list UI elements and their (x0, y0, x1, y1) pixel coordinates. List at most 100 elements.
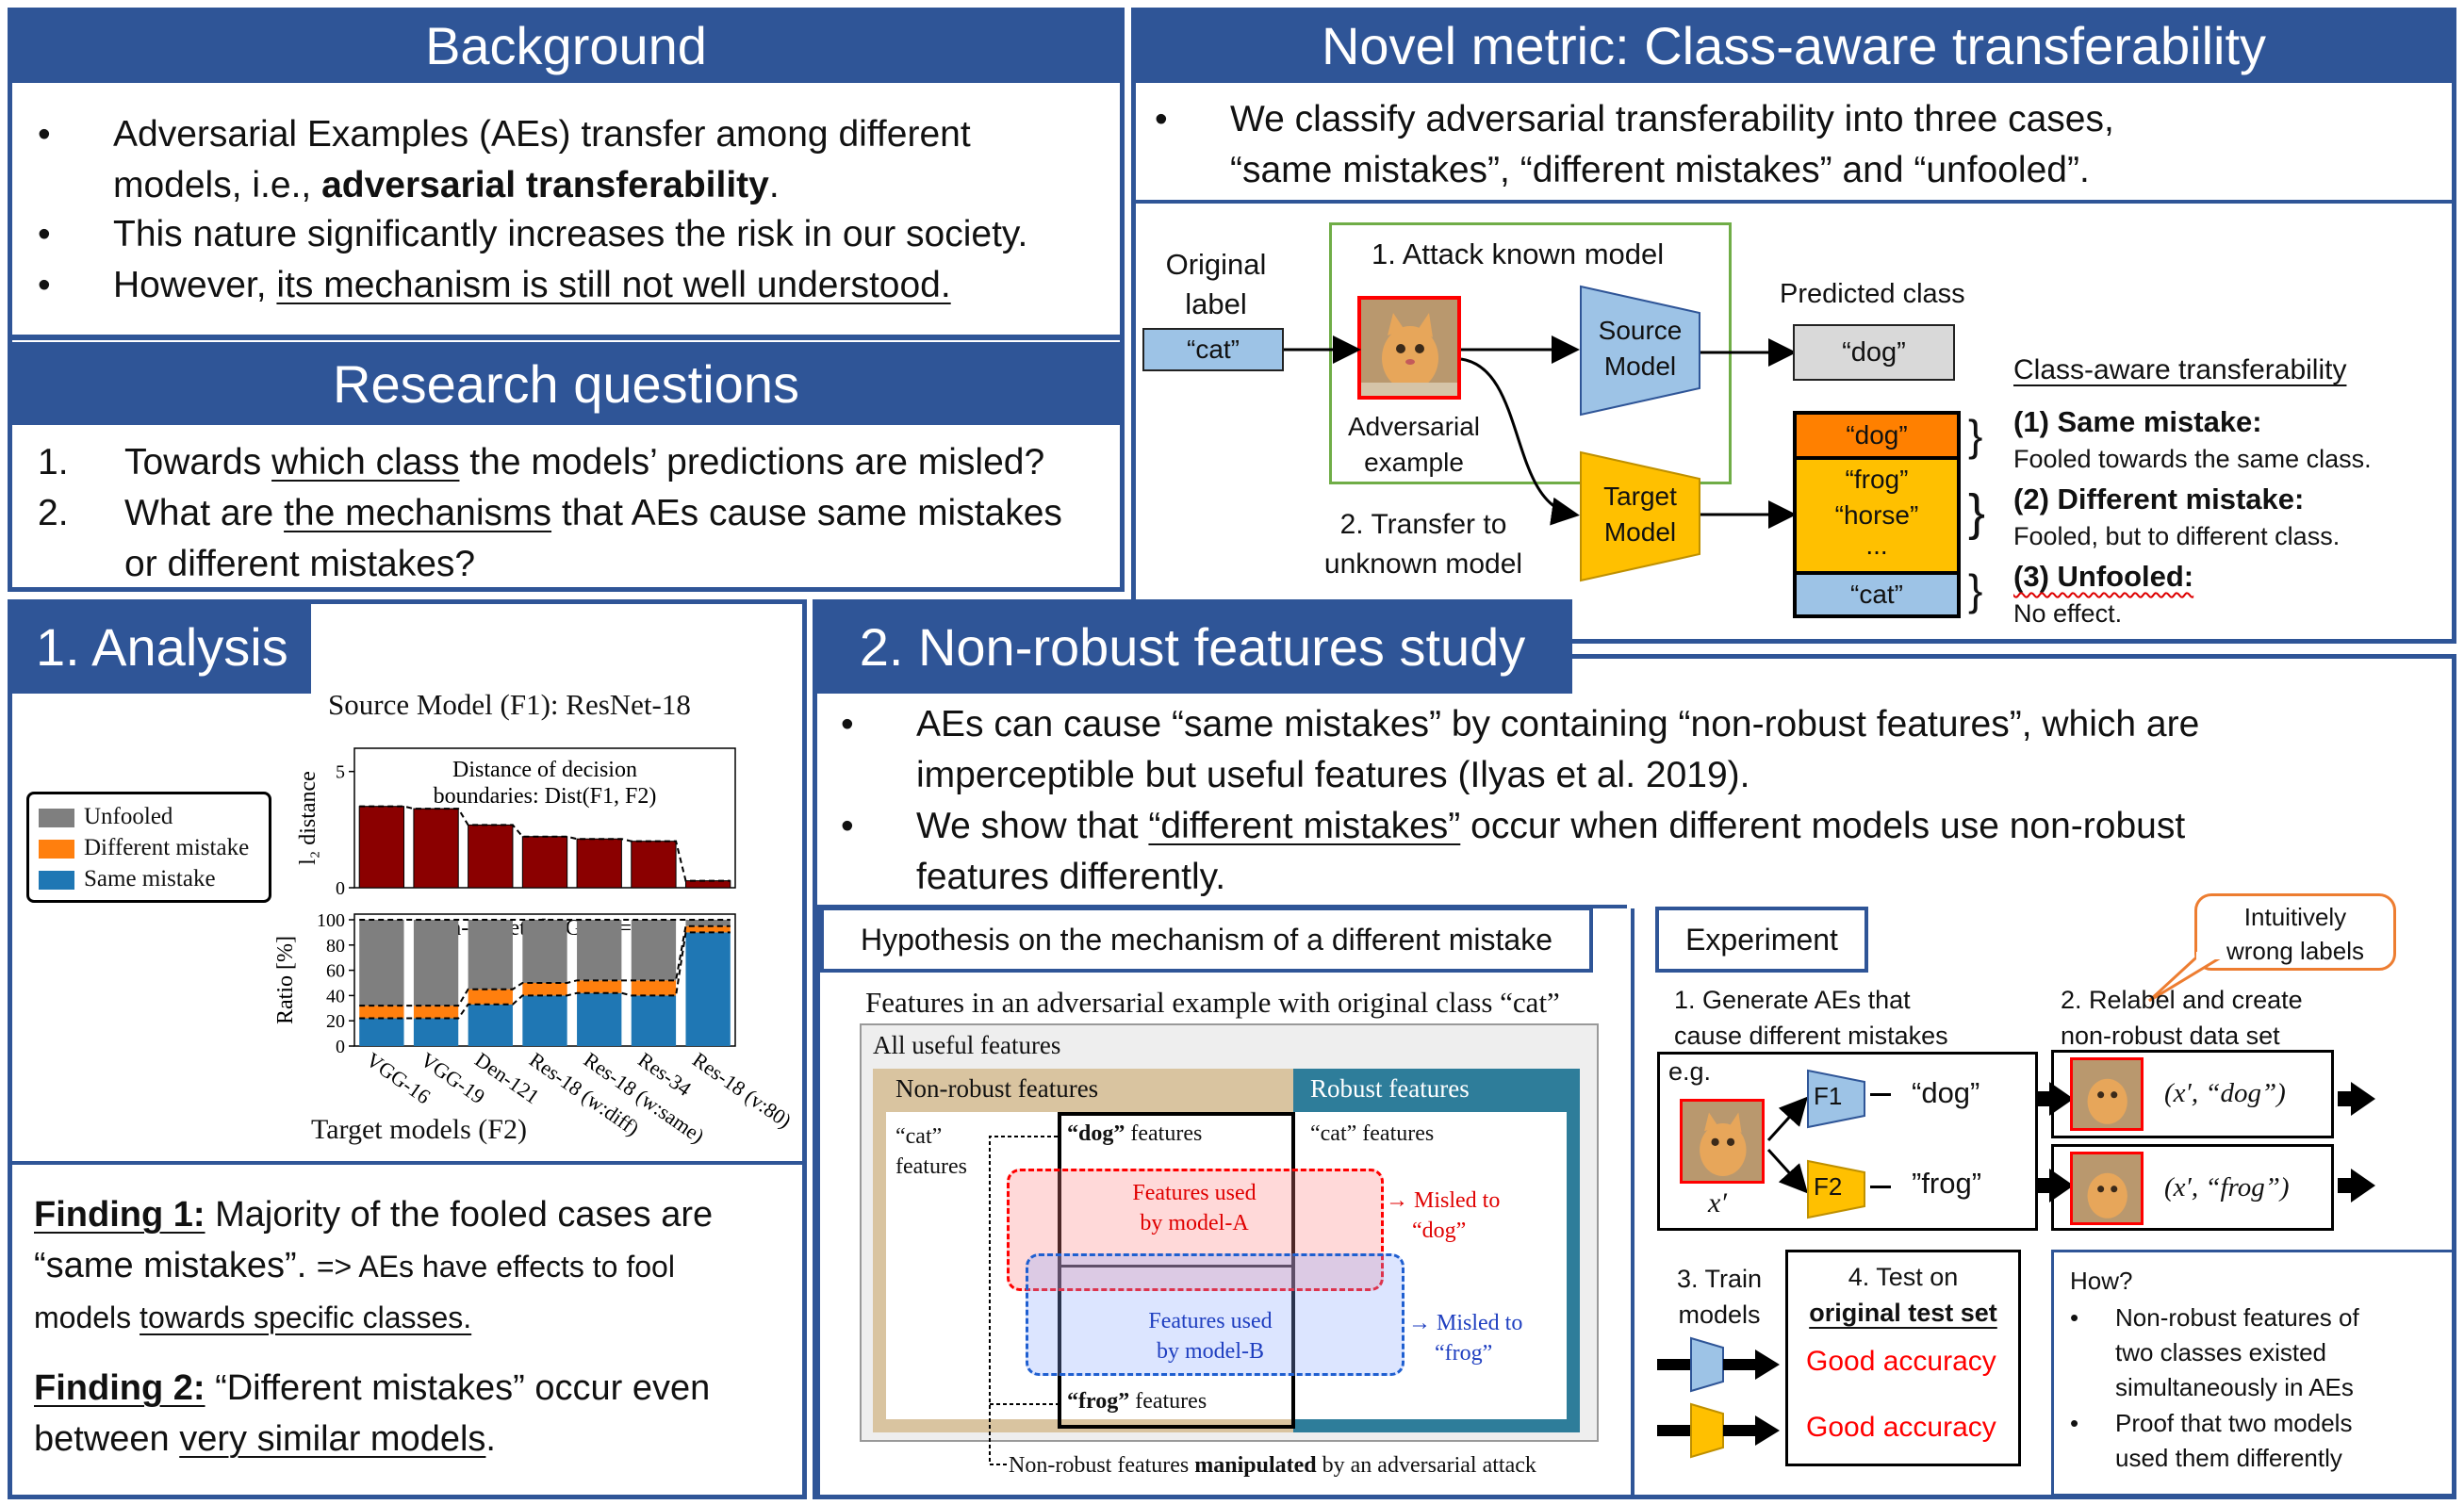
pair-frog-box (2051, 1144, 2334, 1231)
manipulated-caption: Non-robust features manipulated by an ad… (1009, 1453, 1536, 1478)
f1-label: F1 (1814, 1082, 1843, 1110)
big-arrow-4 (2351, 1169, 2375, 1202)
big-arrow-4-shaft (2338, 1178, 2353, 1193)
hypothesis-title-box: Hypothesis on the mechanism of a differe… (820, 907, 1593, 973)
callout-tail (2147, 952, 2223, 1003)
metric-divider (1131, 200, 2456, 204)
metric-header: Novel metric: Class-aware transferabilit… (1131, 8, 2456, 83)
brace-1: } (1968, 411, 1983, 460)
bottom-bar-2-6 (685, 920, 731, 926)
f2-label: F2 (1814, 1172, 1843, 1201)
top-bar-6 (684, 880, 731, 889)
top-tick-label-0: 0 (336, 878, 345, 899)
top-annotation-2: boundaries: Dist(F1, F2) (434, 784, 657, 809)
metric-title: Novel metric: Class-aware transferabilit… (1321, 15, 2267, 75)
experiment-title-box: Experiment (1655, 907, 1868, 973)
top-bar-3 (521, 836, 568, 889)
background-bullet-2: • This nature significantly increases th… (38, 214, 1028, 254)
bottom-bar-2-2 (468, 920, 513, 990)
brace-3: } (1968, 565, 1983, 614)
research-title: Research questions (333, 353, 799, 414)
bottom-bar-1-1 (413, 1006, 459, 1019)
background-title: Background (425, 15, 707, 75)
f1-arrow (1870, 1093, 1891, 1096)
train-blue (1657, 1336, 1789, 1393)
category-label-6: Res-18 (v:80) (688, 1048, 796, 1133)
case-2-desc: Fooled, but to different class. (2013, 522, 2341, 550)
dog-output: “dog” (1912, 1076, 1980, 1109)
eg-label: e.g. (1668, 1057, 1712, 1086)
bottom-tick-label-3: 60 (326, 961, 345, 982)
big-arrow-3-shaft (2338, 1091, 2353, 1106)
research-question-2: 2. What are the mechanisms that AEs caus… (38, 493, 1062, 584)
robust-cat-features: “cat” features (1310, 1121, 1435, 1146)
dog-features-label: “dog” features (1067, 1121, 1203, 1146)
pred-dog-box: “dog” (1793, 324, 1955, 381)
background-bullet-3: • However, its mechanism is still not we… (38, 265, 951, 305)
bottom-bar-1-2 (468, 989, 513, 1005)
f2-arrow (1870, 1186, 1891, 1188)
step-4-text: 4. Test on original test set (1809, 1263, 1997, 1327)
non-robust-label: Non-robust features (895, 1074, 1099, 1103)
how-title: How? (2070, 1267, 2133, 1295)
attack-title: 1. Attack known model (1372, 237, 1665, 270)
source-model-label: Source Model (1598, 316, 1683, 381)
cat-features-label: “cat” features (895, 1124, 967, 1179)
research-header: Research questions (8, 342, 1125, 425)
predicted-class-text: Predicted class (1780, 279, 1965, 309)
legend-same-swatch (39, 871, 74, 891)
transfer-text: 2. Transfer to unknown model (1323, 509, 1523, 580)
finding-1: Finding 1: Majority of the fooled cases … (34, 1195, 714, 1334)
bottom-tick-label-5: 100 (317, 910, 345, 931)
pair-dog-image (2070, 1057, 2144, 1131)
analysis-divider (8, 1161, 807, 1165)
pair-frog-label: (x′, “frog”) (2164, 1172, 2290, 1202)
model-b-region (1026, 1253, 1404, 1376)
bottom-bar-0-4 (577, 992, 622, 1046)
experiment-title: Experiment (1685, 922, 1838, 957)
hypothesis-title: Hypothesis on the mechanism of a differe… (861, 922, 1552, 957)
big-arrow-1-shaft (2036, 1091, 2051, 1106)
bottom-bar-1-3 (522, 983, 567, 996)
stack-others: “frog” “horse” ... (1834, 465, 1919, 560)
callout: Intuitively wrong labels (2194, 893, 2396, 971)
how-bullet-2: • Proof that two models used them differ… (2070, 1409, 2353, 1472)
all-useful-label: All useful features (873, 1031, 1061, 1059)
nonrobust-bullet-1: • AEs can cause “same mistakes” by conta… (841, 704, 2200, 795)
top-bar-0 (358, 806, 405, 889)
nonrobust-title: 2. Non-robust features study (859, 616, 1526, 677)
bottom-bar-0-5 (631, 995, 677, 1046)
chart-xlabel: Target models (F2) (311, 1114, 527, 1145)
good-accuracy-2: Good accuracy (1806, 1412, 1996, 1443)
bottom-bar-2-3 (522, 920, 567, 983)
top-bar-2 (468, 824, 514, 889)
analysis-title: 1. Analysis (36, 616, 288, 677)
bottom-bar-1-6 (685, 925, 731, 933)
original-label-text: Original label (1165, 248, 1267, 320)
pair-frog-image (2070, 1152, 2144, 1225)
bottom-bar-0-3 (522, 995, 567, 1046)
pair-dog-box (2051, 1050, 2334, 1138)
bottom-bar-1-4 (577, 980, 622, 993)
stack-cat: “cat” (1797, 571, 1957, 614)
background-header: Background (8, 8, 1125, 83)
case-1-title: (1) Same mistake: (2013, 405, 2262, 438)
step-1-text: 1. Generate AEs that cause different mis… (1674, 986, 1948, 1050)
bottom-ylabel: Ratio [%] (273, 936, 298, 1024)
background-bullet-1: • Adversarial Examples (AEs) transfer am… (38, 114, 971, 205)
finding-2: Finding 2: “Different mistakes” occur ev… (34, 1368, 711, 1459)
frog-output: ”frog” (1912, 1167, 1982, 1200)
robust-inner (1293, 1112, 1567, 1419)
hypothesis-caption: Features in an adversarial example with … (865, 986, 1560, 1019)
how-bullet-1: • Non-robust features of two classes exi… (2070, 1303, 2359, 1401)
bottom-bar-0-6 (685, 932, 731, 1046)
top-bar-1 (413, 808, 459, 889)
pair-dog-label: (x′, “dog”) (2164, 1078, 2286, 1108)
robust-label: Robust features (1310, 1074, 1470, 1103)
step-2-text: 2. Relabel and create non-robust data se… (2061, 986, 2303, 1050)
f2-model (1806, 1159, 1866, 1219)
case-3-desc: No effect. (2013, 599, 2123, 628)
adversarial-cat-image (1357, 296, 1461, 400)
target-model-label: Target Model (1603, 482, 1677, 547)
